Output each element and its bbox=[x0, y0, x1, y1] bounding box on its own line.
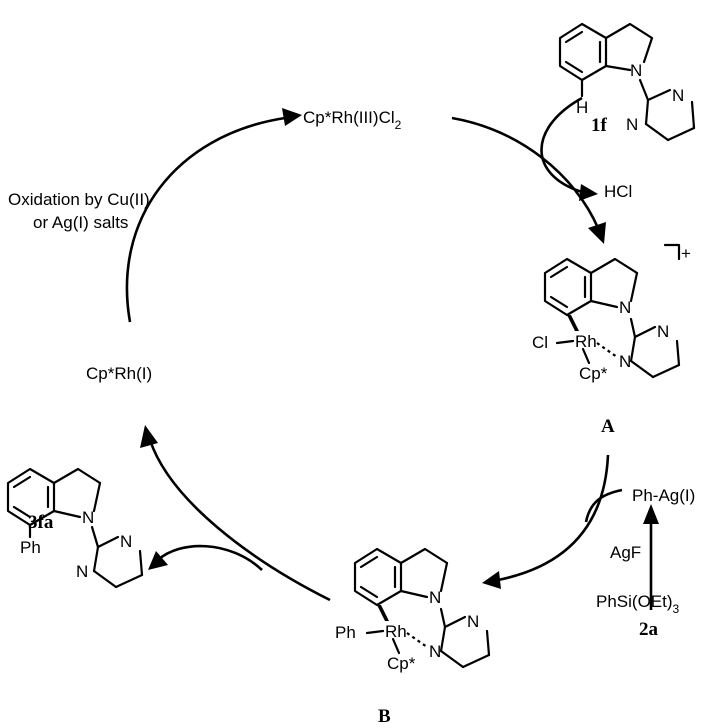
structure-B: N Rh Ph Cp* N N bbox=[335, 547, 491, 673]
3fa-Ph: Ph bbox=[20, 538, 41, 557]
ch-activation-arrowhead bbox=[588, 222, 606, 244]
A-charge: + bbox=[681, 244, 691, 263]
B-Rh: Rh bbox=[385, 622, 407, 641]
reductive-elimination-arc bbox=[148, 439, 331, 602]
structure-1f: N H N N bbox=[558, 22, 696, 142]
B-N-pyr2: N bbox=[429, 642, 441, 661]
catalyst-labels: Cp*Rh(III)Cl2 Cp*Rh(I) Oxidation by Cu(I… bbox=[8, 108, 695, 616]
agf-arrowhead bbox=[643, 504, 659, 524]
compound-2a-label: 2a bbox=[639, 619, 659, 640]
oxidation-arrowhead bbox=[282, 108, 302, 126]
reductive-elimination-arrowhead bbox=[140, 425, 158, 448]
3fa-N-pyr2: N bbox=[76, 562, 88, 581]
phsi-label: PhSi(OEt)3 bbox=[596, 592, 680, 616]
agf-label: AgF bbox=[610, 543, 641, 562]
left-catalyst-label: Cp*Rh(I) bbox=[86, 364, 152, 383]
A-Rh: Rh bbox=[575, 332, 597, 351]
top-catalyst-label: Cp*Rh(III)Cl2 bbox=[303, 108, 402, 132]
1f-N-pyr2: N bbox=[626, 115, 638, 134]
3fa-N-pyr1: N bbox=[120, 532, 132, 551]
compound-3fa-label: 3fa bbox=[28, 512, 54, 533]
compound-A-label: A bbox=[601, 416, 615, 437]
oxidation-arc bbox=[125, 116, 286, 323]
substrate-entry-arc bbox=[540, 96, 583, 194]
B-Ph: Ph bbox=[335, 623, 356, 642]
1f-N-pyr1: N bbox=[672, 86, 684, 105]
compound-1f-label: 1f bbox=[591, 115, 608, 136]
compound-B-label: B bbox=[378, 706, 391, 727]
cycle-arrows bbox=[125, 96, 659, 610]
A-N-indoline: N bbox=[619, 298, 631, 317]
A-Cp: Cp* bbox=[579, 364, 608, 383]
A-Cl: Cl bbox=[532, 333, 548, 352]
oxidation-label-line2: or Ag(I) salts bbox=[33, 213, 128, 232]
B-Cp: Cp* bbox=[387, 654, 416, 673]
structure-A: N + Rh Cl Cp* N N bbox=[532, 243, 691, 383]
1f-H: H bbox=[576, 98, 588, 117]
A-N-pyr1: N bbox=[657, 322, 669, 341]
ph-ag-entry-arc bbox=[584, 488, 623, 523]
hcl-label: HCl bbox=[604, 182, 632, 201]
3fa-N-indoline: N bbox=[82, 508, 94, 527]
1f-N-indoline: N bbox=[630, 61, 642, 80]
transmetalation-arc bbox=[497, 454, 610, 582]
ph-ag-label: Ph-Ag(I) bbox=[632, 486, 695, 505]
product-release-arc bbox=[157, 544, 263, 571]
A-N-pyr2: N bbox=[619, 352, 631, 371]
B-N-indoline: N bbox=[429, 588, 441, 607]
oxidation-label-line1: Oxidation by Cu(II) bbox=[8, 190, 150, 209]
product-release-arrowhead bbox=[148, 551, 168, 570]
compound-labels: 1f A B 3fa 2a bbox=[28, 115, 659, 727]
transmetalation-arrowhead bbox=[482, 571, 501, 589]
B-N-pyr1: N bbox=[467, 612, 479, 631]
hcl-arrowhead bbox=[579, 184, 598, 201]
structure-3fa: N Ph N N bbox=[6, 467, 144, 589]
ch-activation-arc bbox=[451, 116, 600, 229]
